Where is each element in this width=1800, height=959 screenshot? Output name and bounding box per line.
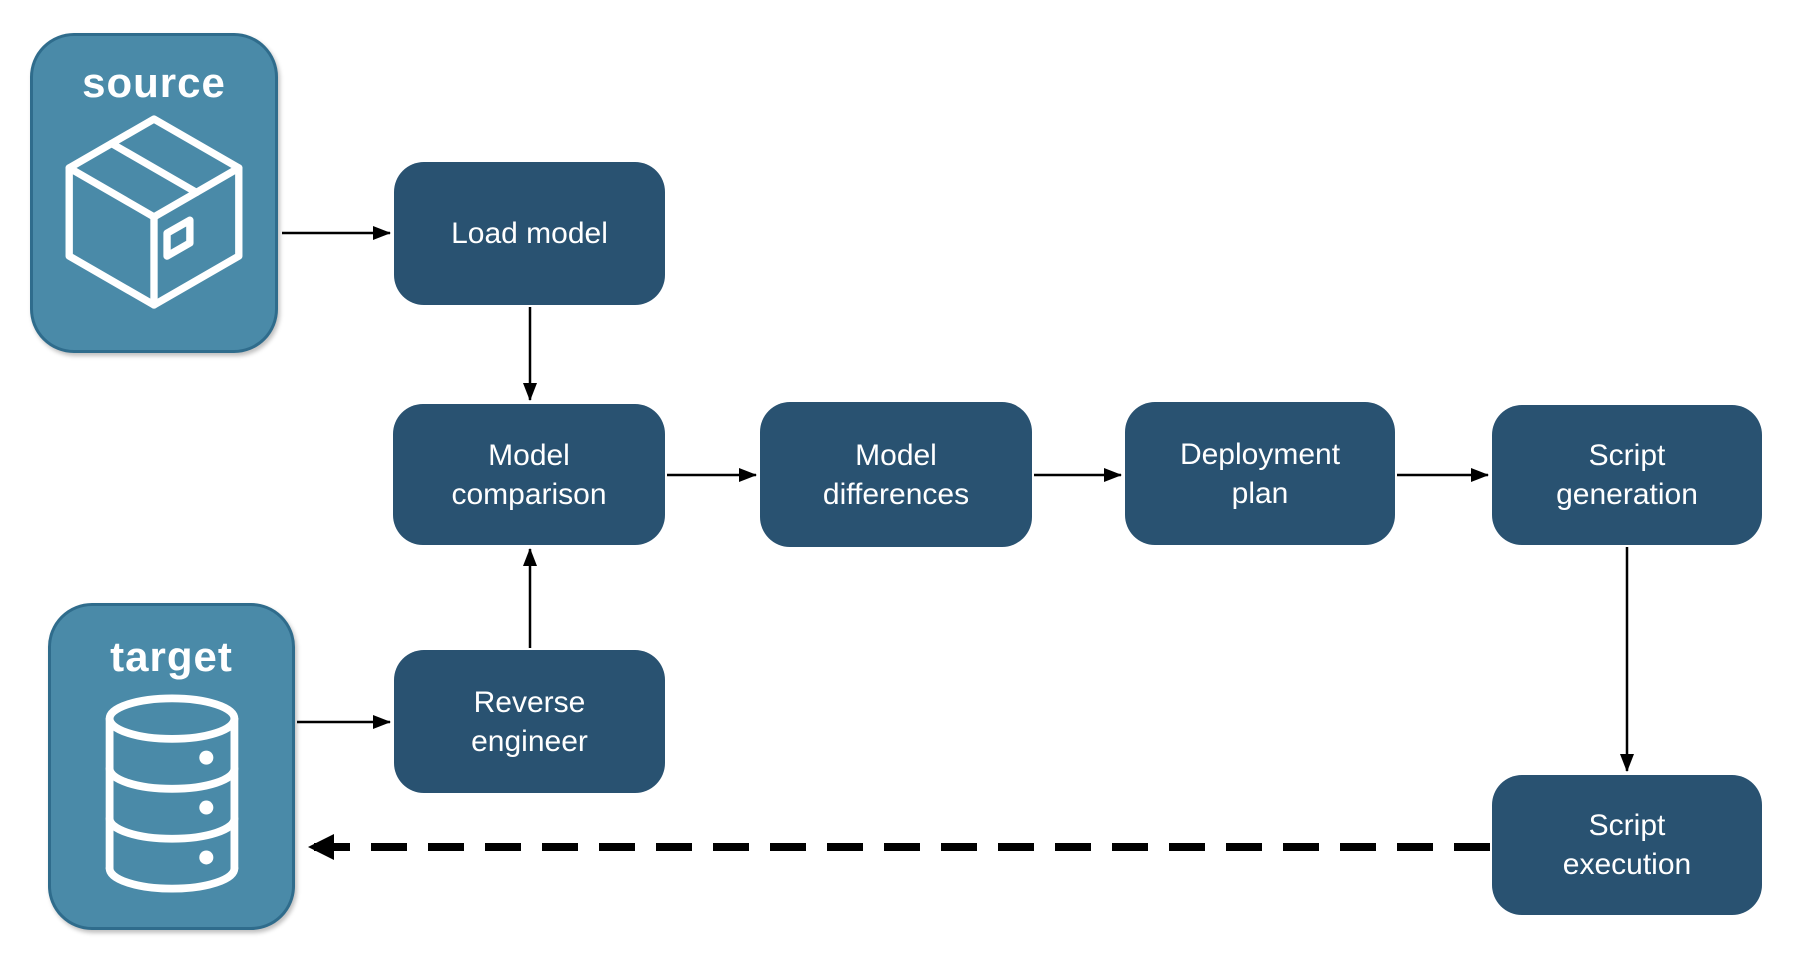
step-model-differences-label: Model differences — [822, 438, 970, 511]
target-node: target — [48, 603, 295, 930]
step-script-generation-label: Script generation — [1556, 439, 1698, 511]
step-model-comparison-label: Model comparison — [451, 438, 607, 511]
source-label: source — [82, 59, 226, 106]
step-script-execution-label: Script execution — [1562, 809, 1692, 881]
step-reverse-engineer-label: Reverse engineer — [471, 685, 588, 758]
step-load-model-label: Load model — [451, 217, 608, 250]
database-icon — [105, 694, 238, 893]
source-node: source — [30, 33, 278, 353]
package-icon — [65, 115, 243, 309]
step-deployment-plan-label: Deployment plan — [1179, 437, 1341, 510]
target-label: target — [110, 633, 233, 680]
step-load-model: Load model — [394, 162, 665, 305]
step-script-generation: Script generation — [1492, 405, 1762, 545]
step-deployment-plan: Deployment plan — [1125, 402, 1395, 545]
step-script-execution: Script execution — [1492, 775, 1762, 915]
step-model-comparison: Model comparison — [393, 404, 665, 545]
step-reverse-engineer: Reverse engineer — [394, 650, 665, 793]
step-model-differences: Model differences — [760, 402, 1032, 547]
